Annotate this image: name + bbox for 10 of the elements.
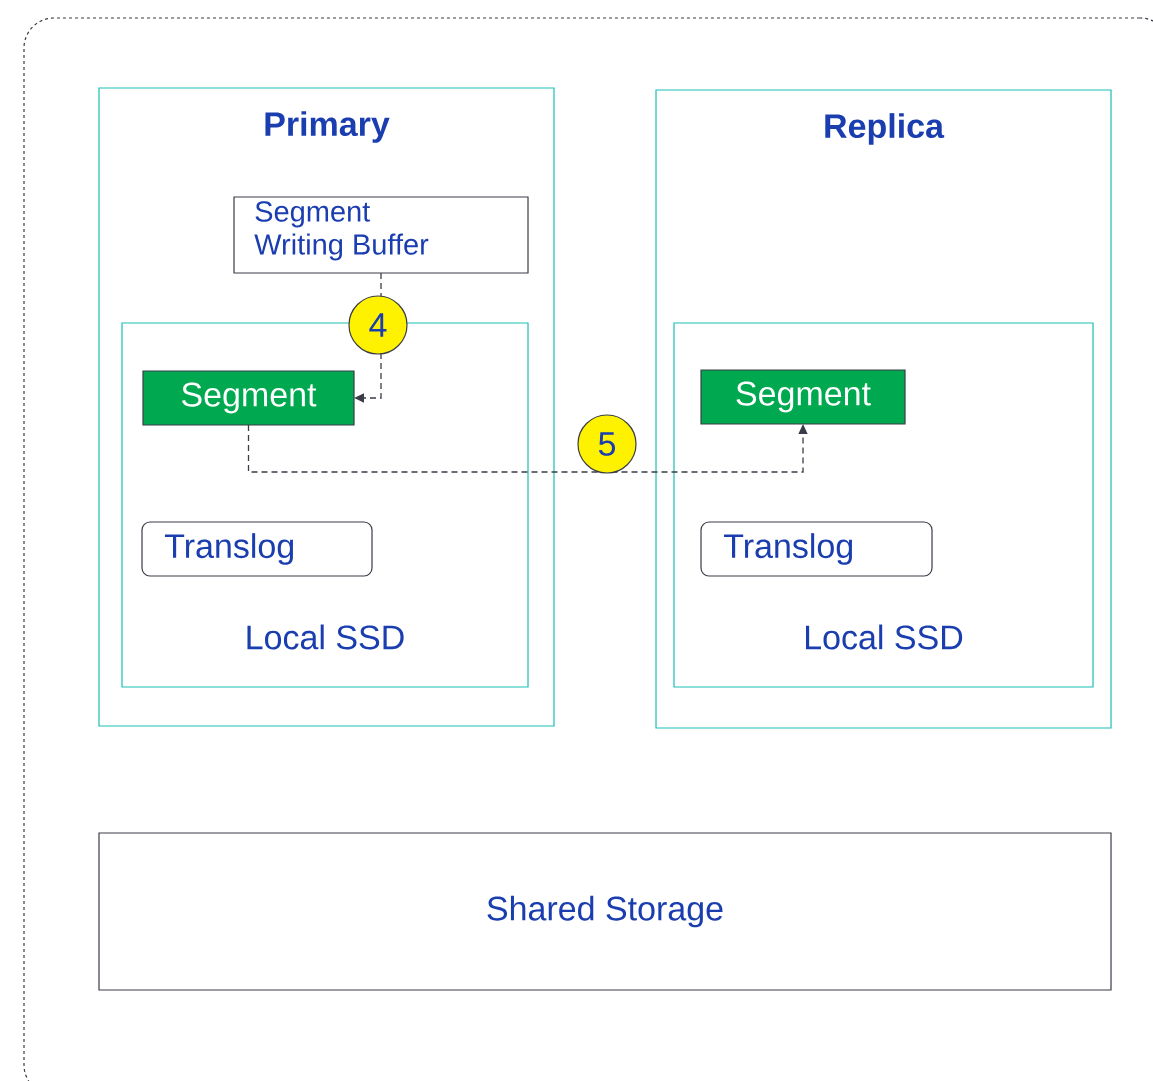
log-box: Translog bbox=[700, 521, 933, 577]
storage-box: Shared Storage bbox=[98, 832, 1112, 991]
segment-box: Segment bbox=[142, 370, 355, 426]
step-number: 5 bbox=[577, 414, 637, 474]
buffer-box: Segment Writing Buffer bbox=[233, 196, 529, 274]
dashed-frame bbox=[23, 17, 1153, 1081]
segment-box: Segment bbox=[700, 369, 906, 425]
step-number: 4 bbox=[348, 295, 408, 355]
arrow bbox=[247, 424, 808, 473]
log-box: Translog bbox=[141, 521, 373, 577]
